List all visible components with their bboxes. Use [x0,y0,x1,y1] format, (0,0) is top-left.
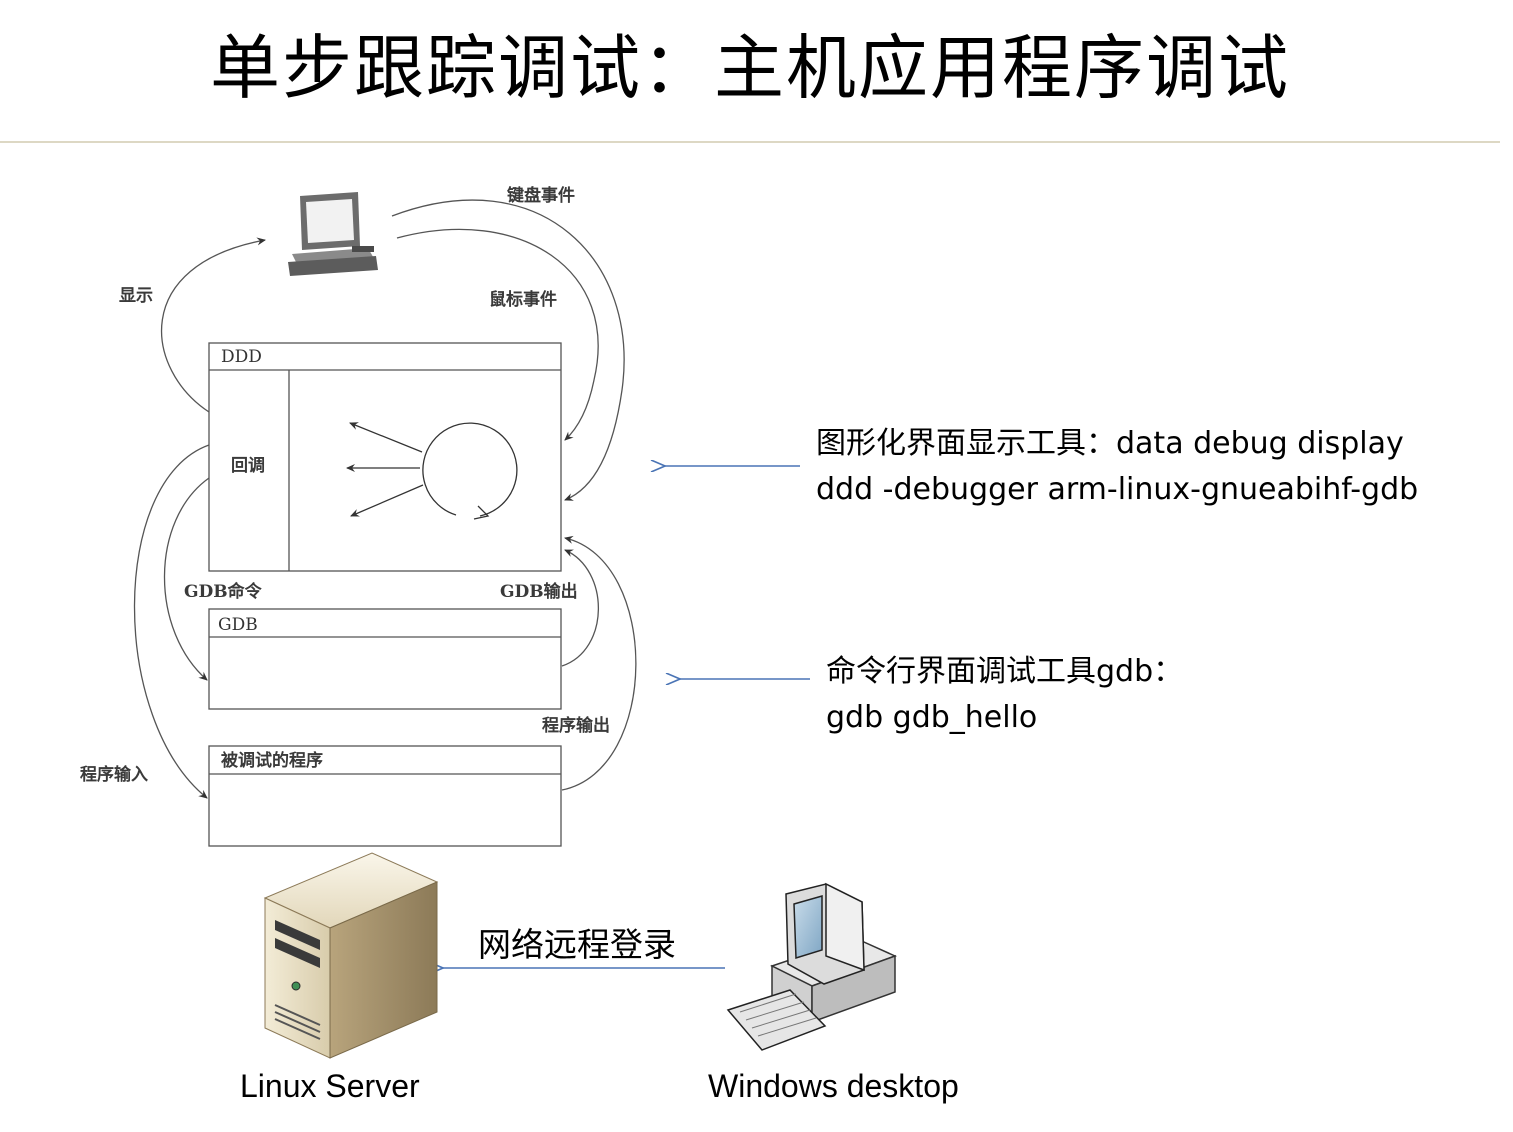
display-label: 显示 [119,286,153,306]
event-loop-icon [346,422,518,520]
ddd-box [208,342,562,572]
keyboard-event-label: 键盘事件 [507,186,575,206]
desktop-computer-icon [726,882,897,1051]
program-input-label: 程序输入 [80,765,148,785]
gdb-box-title: GDB [218,615,258,635]
computer-terminal-icon [288,192,378,276]
display-flow-curve [160,237,266,413]
slide-title: 单步跟踪调试：主机应用程序调试 [210,27,1290,109]
mouse-event-label: 鼠标事件 [489,290,557,310]
ddd-box-title: DDD [221,347,262,367]
gui-tool-note: 图形化界面显示工具：data debug display ddd -debugg… [816,421,1418,513]
debugged-program-title: 被调试的程序 [221,751,323,771]
program-output-curve [561,535,637,791]
cli-tool-note: 命令行界面调试工具gdb： gdb gdb_hello [826,649,1183,741]
gdb-output-curve [561,549,600,667]
cli-tool-line1: 命令行界面调试工具gdb： [826,654,1184,689]
debugged-program-box [208,745,562,847]
remote-login-label: 网络远程登录 [478,925,676,964]
gdb-output-label: GDB输出 [500,582,578,602]
title-divider [0,141,1500,143]
callback-label: 回调 [231,456,265,476]
program-output-label: 程序输出 [542,716,610,736]
gui-tool-line1: 图形化界面显示工具：data debug display [816,426,1404,461]
mouse-event-curve [396,228,599,441]
gui-tool-line2: ddd -debugger arm-linux-gnueabihf-gdb [816,472,1419,507]
linux-server-caption: Linux Server [240,1068,420,1104]
windows-desktop-caption: Windows desktop [708,1068,959,1104]
cli-tool-line2: gdb gdb_hello [826,700,1038,735]
keyboard-event-curve [391,199,625,501]
gdb-box [208,608,562,710]
server-tower-icon [263,852,439,1059]
gdb-command-curve [163,477,210,681]
program-input-curve [133,444,210,799]
gdb-command-label: GDB命令 [184,582,262,602]
